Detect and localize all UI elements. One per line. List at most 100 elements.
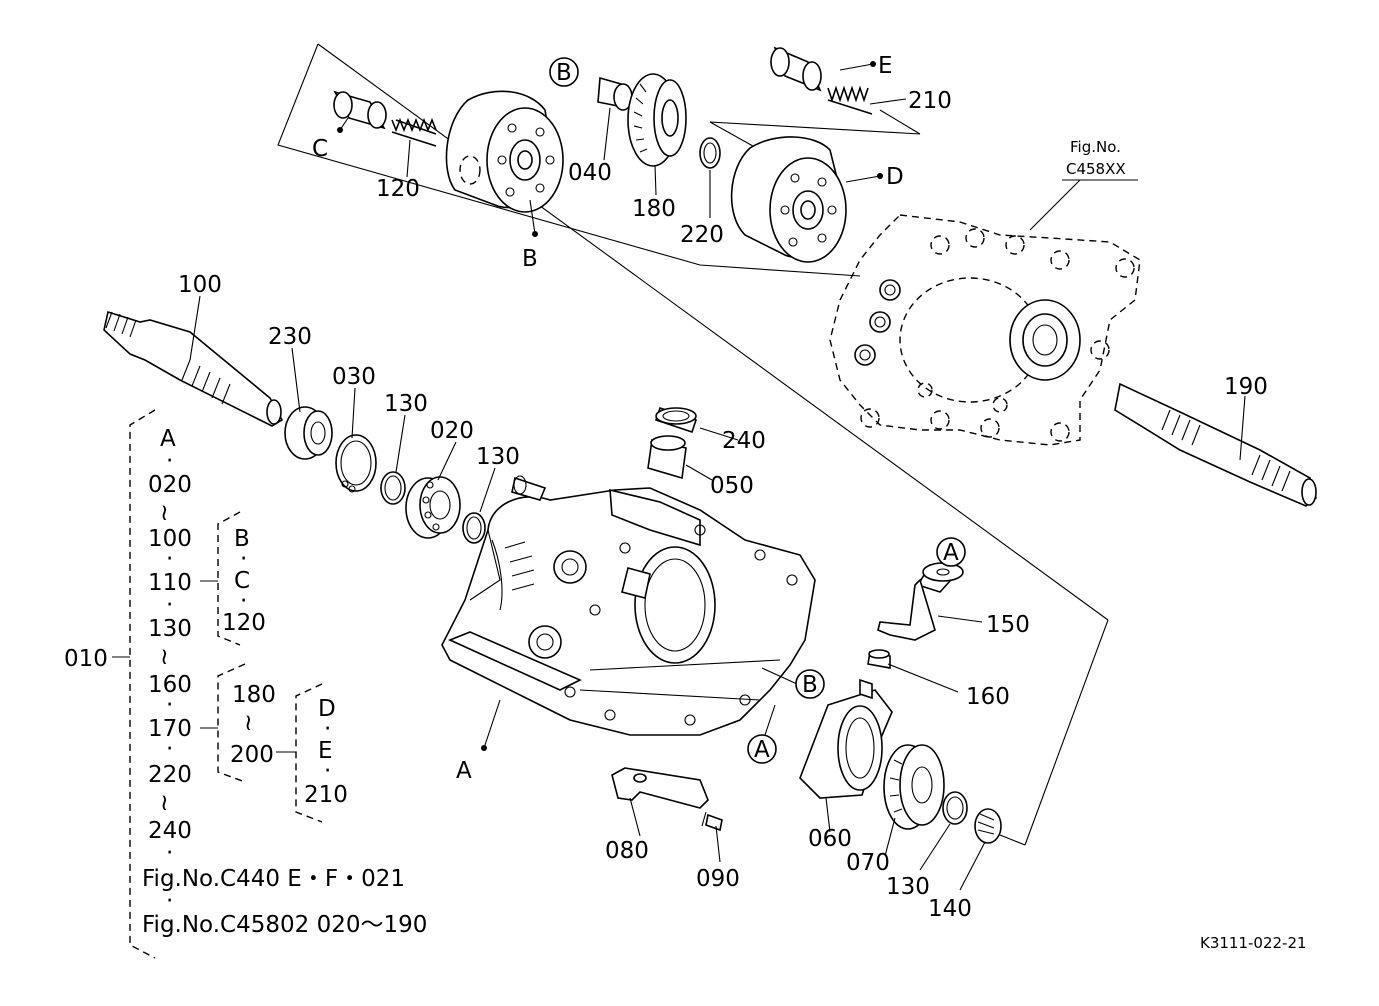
tree-col3-2: E (318, 738, 333, 764)
label-160: 160 (966, 684, 1010, 710)
part-180-bearing (627, 73, 687, 167)
tree-col3-0: D (318, 696, 336, 722)
tree-col1-11: · (166, 692, 173, 718)
part-210-spring (827, 85, 873, 115)
tree-col1-8: 130 (148, 616, 192, 642)
part-140-plug (974, 808, 1002, 844)
tree-col1-10: 160 (148, 672, 192, 698)
label-130-a: 130 (384, 391, 428, 417)
circled-a-marker-bottom (747, 734, 777, 764)
circled-b-marker-bottom (795, 669, 825, 699)
part-090-screw (701, 811, 723, 832)
tree-col3-4: 210 (304, 782, 348, 808)
tree-col2b-0: 180 (232, 682, 276, 708)
circled-b-top-text: B (556, 60, 572, 86)
part-050-bushing (647, 435, 687, 480)
label-210: 210 (908, 88, 952, 114)
tree-col1-4: 100 (148, 526, 192, 552)
label-090: 090 (696, 866, 740, 892)
part-060-swash-plate (799, 678, 893, 799)
part-230-seal (284, 406, 333, 460)
leader-dots (337, 61, 883, 751)
tree-col1-2: 020 (148, 472, 192, 498)
tree-col2a-2: C (234, 568, 250, 594)
part-040-bushing (597, 76, 633, 111)
tree-col2a-1: · (240, 546, 247, 572)
label-020: 020 (430, 418, 474, 444)
circled-b-marker-top (549, 57, 579, 87)
label-letter-a: A (456, 758, 472, 784)
part-160-collar (867, 649, 891, 669)
label-230: 230 (268, 324, 312, 350)
part-130-ring-a (380, 471, 406, 505)
label-080: 080 (605, 838, 649, 864)
tree-fig1-dot: · (166, 888, 173, 914)
part-130-ring-b (462, 512, 486, 544)
part-120-spring (391, 117, 437, 147)
tree-col1-9: ≀ (160, 644, 169, 670)
circled-a-right-text: A (943, 540, 959, 566)
tree-col1-1: · (166, 448, 173, 474)
part-240-seal (654, 406, 698, 434)
tree-col1-15: ≀ (160, 790, 169, 816)
tree-col2a-0: B (234, 526, 250, 552)
circled-a-bottom-text: A (754, 737, 770, 763)
main-transmission-housing (441, 475, 816, 736)
label-letter-e: E (878, 53, 893, 79)
tree-col1-3: ≀ (160, 500, 169, 526)
label-190: 190 (1224, 374, 1268, 400)
circled-a-marker-right (936, 537, 966, 567)
circled-b-bottom-text: B (802, 672, 818, 698)
leader-lines (189, 63, 1246, 891)
label-030: 030 (332, 364, 376, 390)
tree-col2b-1: ≀ (244, 710, 253, 736)
tree-col1-16: 240 (148, 818, 192, 844)
label-letter-b: B (522, 246, 538, 272)
part-100-input-shaft (103, 310, 284, 427)
label-150: 150 (986, 612, 1030, 638)
fig-ref-line1: Fig.No. (1070, 138, 1121, 156)
part-030-snap-ring (335, 434, 377, 493)
tree-col1-6: 110 (148, 570, 192, 596)
tree-col1-7: · (166, 592, 173, 618)
label-130-b: 130 (476, 444, 520, 470)
label-070: 070 (846, 850, 890, 876)
part-cylinder-block-b (445, 90, 564, 213)
tree-col1-14: 220 (148, 762, 192, 788)
label-060: 060 (808, 826, 852, 852)
part-cylinder-block-d (730, 136, 847, 263)
assembly-tree: 010 A · 020 ≀ 100 · 110 · 130 ≀ 160 · 17… (64, 409, 427, 959)
label-180: 180 (632, 196, 676, 222)
part-070-thrust-bearing (883, 744, 945, 830)
part-020-bearing (405, 476, 461, 539)
tree-col2a-3: · (240, 588, 247, 614)
part-c-pin (333, 90, 387, 130)
label-040: 040 (568, 160, 612, 186)
label-050: 050 (710, 473, 754, 499)
tree-fig1: Fig.No.C440 E・F・021 (142, 866, 405, 892)
tree-col1-13: · (166, 736, 173, 762)
label-100: 100 (178, 272, 222, 298)
label-letter-d: D (886, 164, 904, 190)
tree-col2a-4: 120 (222, 610, 266, 636)
drawing-code: K3111-022-21 (1200, 934, 1307, 952)
tree-col1-0: A (160, 426, 176, 452)
part-080-guide-plate (611, 767, 709, 809)
label-240: 240 (722, 428, 766, 454)
tree-col3-3: · (324, 758, 331, 784)
label-120: 120 (376, 176, 420, 202)
label-220: 220 (680, 222, 724, 248)
part-130-ring-c (942, 791, 968, 825)
label-130-c: 130 (886, 874, 930, 900)
tree-col1-12: 170 (148, 716, 192, 742)
label-140: 140 (928, 896, 972, 922)
tree-col1-5: · (166, 546, 173, 572)
tree-fig2: Fig.No.C45802 020～190 (142, 912, 427, 938)
label-letter-c: C (312, 136, 328, 162)
part-190-output-shaft (1114, 382, 1317, 507)
tree-col3-1: · (324, 716, 331, 742)
tree-col2b-2: 200 (230, 742, 274, 768)
fig-ref-line2: C458XX (1066, 160, 1126, 178)
